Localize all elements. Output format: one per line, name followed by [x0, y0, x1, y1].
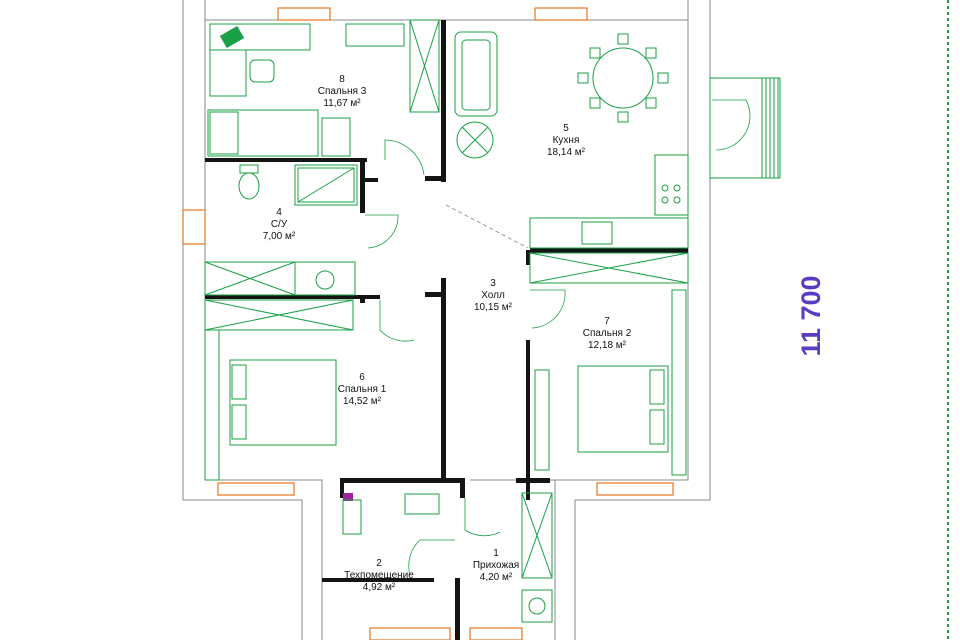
bedroom-2-furniture [529, 252, 689, 476]
desk-icon [209, 23, 311, 51]
hallway-furniture [464, 492, 553, 623]
wardrobe-icon [409, 19, 440, 113]
terrace-icon [709, 77, 781, 179]
utility-room-furniture [342, 493, 455, 576]
windows [182, 7, 674, 640]
stove-icon [661, 184, 681, 204]
boiler-icon [342, 493, 362, 535]
bed-icon [207, 109, 319, 157]
interior-walls [205, 20, 688, 640]
shower-icon [294, 164, 358, 206]
laptop-icon [219, 25, 245, 49]
bathroom-furniture [204, 164, 399, 296]
dimension-label: 11 700 [796, 275, 826, 356]
sink-icon [581, 221, 613, 245]
toilet-icon [238, 164, 260, 200]
kitchen-furniture [445, 31, 689, 249]
bedroom-3-furniture [207, 19, 440, 176]
window-icon [534, 7, 588, 21]
bedroom-1-furniture [204, 299, 415, 481]
window-icon [277, 7, 331, 21]
bed-icon [577, 365, 669, 453]
sofa-icon [454, 31, 498, 117]
bed-icon [229, 359, 337, 446]
armchair-icon [456, 121, 494, 159]
dining-table-icon [577, 33, 669, 123]
washbasin-icon [315, 270, 335, 290]
chair-icon [249, 59, 275, 83]
exterior-walls [182, 0, 711, 640]
